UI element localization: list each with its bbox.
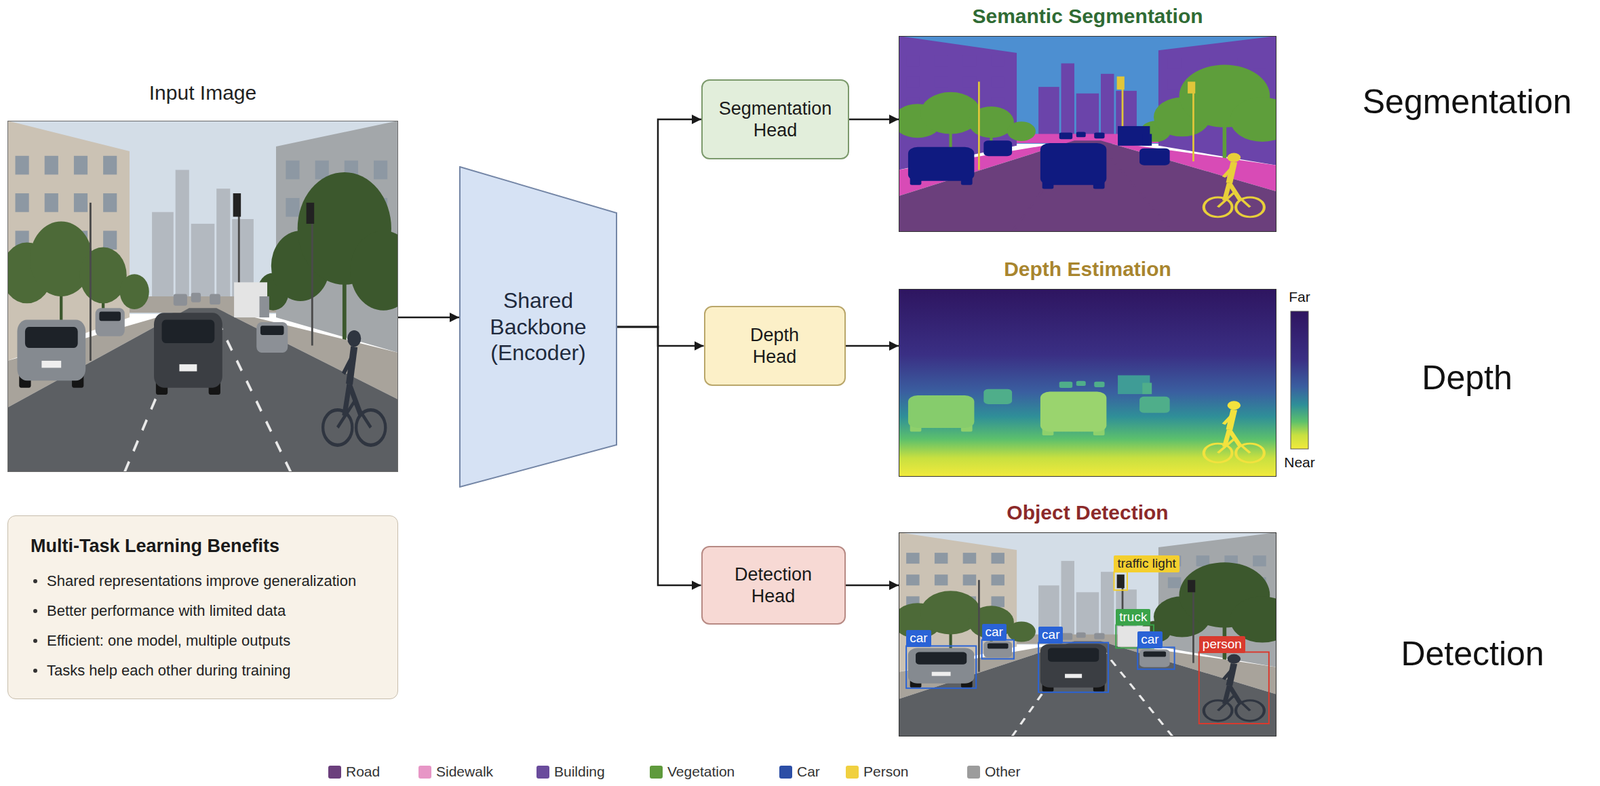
detection-tag: car bbox=[1137, 631, 1162, 649]
depth-colorbar bbox=[1290, 311, 1309, 450]
legend-item: Vegetation bbox=[649, 763, 735, 780]
task-head: Depth Head bbox=[704, 305, 846, 386]
task-label: Depth bbox=[1421, 357, 1512, 399]
legend-item: Person bbox=[845, 763, 909, 780]
legend-swatch bbox=[418, 765, 432, 779]
legend-text: Vegetation bbox=[667, 763, 735, 780]
legend-swatch bbox=[779, 765, 793, 779]
bullet-text: Shared representations improve generaliz… bbox=[46, 572, 357, 591]
box-label: Shared Backbone (Encoder) bbox=[489, 287, 587, 366]
arrow-connector bbox=[617, 119, 702, 327]
depth-map bbox=[898, 288, 1277, 477]
arrow-connector bbox=[617, 326, 705, 346]
legend-swatch bbox=[845, 765, 859, 779]
task-head: Detection Head bbox=[701, 545, 846, 625]
bullet-dot bbox=[33, 638, 38, 643]
legend-item: Road bbox=[328, 763, 380, 780]
image-heading: Input Image bbox=[8, 81, 398, 104]
legend-swatch bbox=[328, 765, 342, 779]
bullet-text: Tasks help each other during training bbox=[46, 661, 291, 680]
bullet-text: Better performance with limited data bbox=[46, 602, 286, 620]
backbone-trapezoid: Shared Backbone (Encoder) bbox=[459, 166, 618, 488]
legend-item: Sidewalk bbox=[418, 763, 494, 780]
legend-text: Sidewalk bbox=[436, 763, 494, 780]
detection-photo bbox=[893, 532, 1295, 737]
panel-title: Multi-Task Learning Benefits bbox=[30, 535, 280, 557]
arrow-connector bbox=[849, 118, 899, 121]
task-head: Segmentation Head bbox=[701, 79, 850, 160]
detection-tag: truck bbox=[1115, 609, 1151, 627]
legend-text: Building bbox=[554, 763, 606, 780]
arrow-connector bbox=[398, 316, 460, 319]
output-image: Semantic Segmentation bbox=[898, 35, 1277, 232]
output-image: Depth Estimation bbox=[898, 288, 1277, 477]
bullet-text: Efficient: one model, multiple outputs bbox=[46, 632, 291, 650]
box-label: Depth Head bbox=[750, 324, 799, 369]
arrow-connector bbox=[617, 326, 702, 586]
benefits-panel: Multi-Task Learning BenefitsShared repre… bbox=[7, 515, 399, 700]
legend-swatch bbox=[967, 765, 981, 779]
box-label: Segmentation Head bbox=[718, 97, 833, 142]
task-label: Detection bbox=[1400, 633, 1544, 675]
image-heading: Semantic Segmentation bbox=[899, 4, 1276, 28]
legend-text: Person bbox=[863, 763, 909, 780]
legend-text: Car bbox=[796, 763, 821, 780]
legend-item: Other bbox=[967, 763, 1021, 780]
colorbar-label: Far bbox=[1288, 288, 1311, 306]
detection-tag: car bbox=[906, 630, 931, 648]
detection-tag: traffic light bbox=[1113, 555, 1179, 573]
segmentation-map bbox=[893, 35, 1295, 232]
detection-tag: person bbox=[1199, 636, 1246, 654]
image-heading: Depth Estimation bbox=[899, 257, 1276, 281]
box-label: Detection Head bbox=[734, 563, 812, 608]
panel-title-row: Multi-Task Learning Benefits bbox=[30, 534, 384, 561]
image-heading: Object Detection bbox=[899, 501, 1276, 524]
bullet-dot bbox=[33, 579, 38, 584]
detection-tag: car bbox=[982, 623, 1007, 641]
legend-text: Road bbox=[345, 763, 380, 780]
bullet-row: Tasks help each other during training bbox=[30, 655, 384, 686]
bullet-row: Better performance with limited data bbox=[30, 596, 384, 627]
detection-tag: car bbox=[1038, 626, 1063, 644]
legend-text: Other bbox=[984, 763, 1021, 780]
trapezoid-shape bbox=[459, 166, 617, 487]
arrow-connector bbox=[845, 584, 900, 587]
bullet-dot bbox=[33, 668, 38, 673]
bounding-boxes bbox=[906, 571, 1270, 724]
legend-item: Building bbox=[536, 763, 606, 780]
street-photo bbox=[1, 120, 417, 473]
input-image: Input Image bbox=[7, 120, 399, 473]
bullet-row: Efficient: one model, multiple outputs bbox=[30, 626, 384, 656]
legend-swatch bbox=[536, 765, 550, 779]
bullet-row: Shared representations improve generaliz… bbox=[30, 566, 384, 597]
legend-swatch bbox=[649, 765, 663, 779]
output-image: Object Detection bbox=[898, 532, 1277, 737]
arrow-connector bbox=[845, 345, 900, 348]
colorbar-label: Near bbox=[1283, 453, 1316, 471]
task-label: Segmentation bbox=[1362, 81, 1573, 123]
bullet-dot bbox=[33, 609, 38, 614]
legend-item: Car bbox=[779, 763, 821, 780]
